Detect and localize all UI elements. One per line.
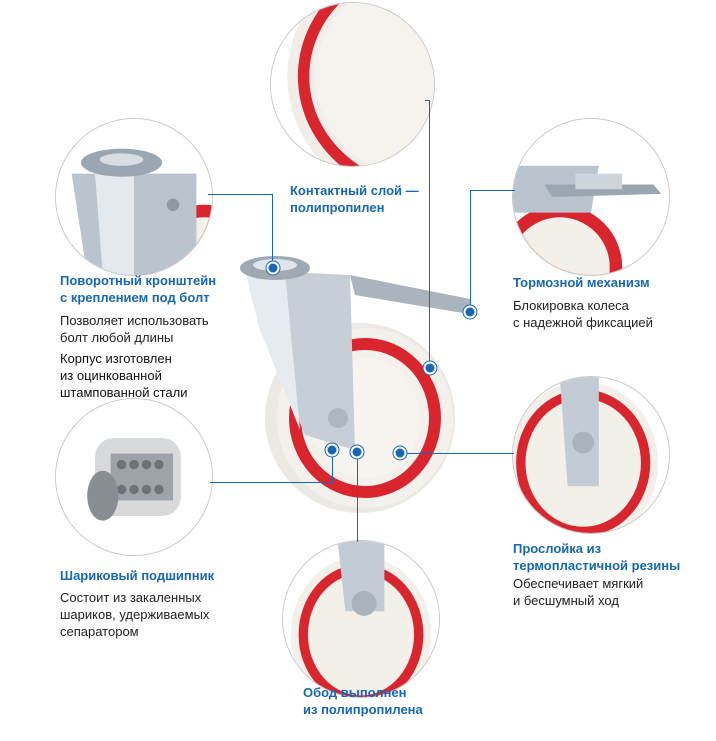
rubber-layer-leader-line	[400, 453, 514, 454]
rim-leader-line	[357, 452, 358, 542]
bearing-description: Состоит из закаленных шариков, удерживае…	[60, 590, 210, 639]
rubber-layer-description: Обеспечивает мягкий и бесшумный ход	[513, 576, 644, 608]
brake-detail-image	[512, 118, 670, 276]
bracket-marker	[266, 261, 280, 275]
bracket-material-description: Корпус изготовлен из оцинкованной штампо…	[60, 351, 188, 400]
bracket-title: Поворотный кронштейн с креплением под бо…	[60, 273, 217, 305]
brake-leader-line	[470, 190, 515, 191]
contact-layer-leader-line	[425, 100, 430, 101]
bracket-detail-image	[55, 118, 213, 276]
rubber-layer-marker	[393, 446, 407, 460]
bearing-title: Шариковый подшипник	[60, 568, 215, 583]
caster-wheel-illustration	[240, 256, 470, 513]
rim-title: Обод выполнен из полипропилена	[303, 685, 423, 717]
bearing-leader-line	[210, 482, 333, 483]
brake-leader-line	[470, 190, 471, 312]
bracket-leader-line	[208, 194, 273, 195]
bracket-leader-line	[272, 194, 273, 268]
rim-marker	[350, 445, 364, 459]
contact-layer-marker	[423, 361, 437, 375]
brake-title: Тормозной механизм	[513, 275, 650, 290]
rubber-layer-title: Прослойка из термопластичной резины	[513, 541, 681, 573]
bearing-marker	[325, 443, 339, 457]
rubber-layer-detail-image	[512, 376, 670, 534]
brake-description: Блокировка колеса с надежной фиксацией	[513, 298, 653, 330]
contact-layer-title: Контактный слой — полипропилен	[290, 183, 419, 215]
contact-layer-detail-image	[270, 2, 435, 167]
bearing-detail-image	[55, 398, 213, 556]
bearing-leader-line	[332, 450, 333, 483]
bracket-description: Позволяет использовать болт любой длины	[60, 313, 209, 345]
brake-marker	[463, 305, 477, 319]
contact-layer-leader-line	[429, 100, 430, 368]
rim-detail-image	[282, 540, 440, 698]
